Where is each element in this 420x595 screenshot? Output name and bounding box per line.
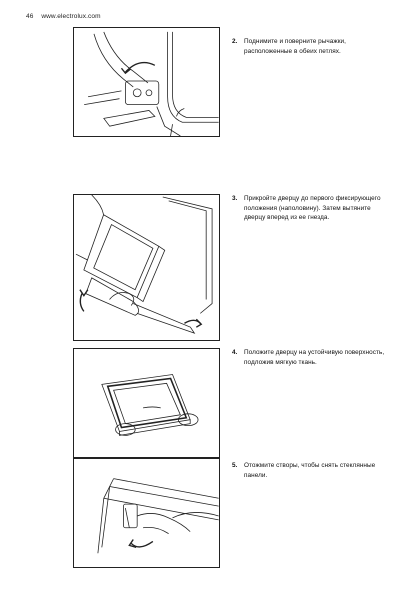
illustration-glass-panels (73, 458, 220, 568)
page-number: 46 (26, 13, 34, 20)
step-number: 3. (232, 195, 238, 202)
step-text: Положите дверцу на устойчивую поверхност… (244, 349, 385, 366)
page-header: 46 www.electrolux.com (26, 13, 101, 20)
illustration-door-removal (73, 194, 220, 341)
step-number: 2. (232, 38, 238, 45)
step-number: 4. (232, 349, 238, 356)
illustration-hinge-lever (73, 27, 220, 137)
website-url: www.electrolux.com (41, 13, 101, 20)
step-text: Отожмите створы, чтобы снять стеклянные … (244, 462, 376, 479)
step-text: Прикройте дверцу до первого фиксирующего… (244, 195, 381, 222)
illustration-door-on-cloth (73, 348, 220, 458)
step-text: Поднимите и поверните рычажки, расположе… (244, 38, 347, 55)
step-number: 5. (232, 462, 238, 469)
